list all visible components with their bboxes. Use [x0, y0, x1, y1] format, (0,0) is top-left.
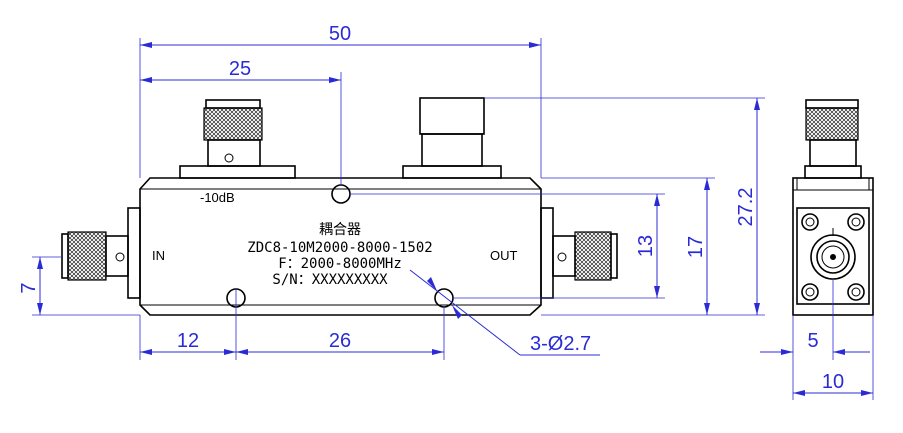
side-view [792, 99, 874, 316]
dim-overall-length: 50 [329, 23, 351, 45]
frequency-range: F：2000-8000MHz [278, 256, 402, 272]
dim-height-total: 27.2 [735, 188, 757, 227]
dim-hole-left-offset: 12 [177, 330, 199, 352]
dim-side-port-offset: 5 [807, 330, 818, 352]
model-number: ZDC8-10M2000-8000-1502 [247, 240, 432, 256]
product-name: 耦合器 [319, 222, 361, 238]
coupled-port-connector [179, 99, 296, 179]
output-label: OUT [490, 248, 518, 263]
mounting-hole-top [331, 184, 351, 204]
input-port-connector [61, 207, 141, 299]
dim-port-height: 7 [18, 282, 40, 293]
termination-load [402, 97, 502, 179]
dim-hole-span-horizontal: 26 [329, 330, 351, 352]
serial-number: S/N：XXXXXXXXX [272, 272, 388, 288]
output-port-connector [540, 207, 618, 299]
dim-holes: 3-Ø2.7 [530, 333, 591, 355]
dim-side-width: 10 [822, 371, 844, 393]
coupling-label: -10dB [200, 190, 235, 205]
dim-hole-span-vertical: 13 [635, 235, 657, 257]
dimension-lines: 50 25 27.2 17 13 7 [18, 23, 874, 400]
input-label: IN [152, 248, 165, 263]
dim-coupled-port-offset: 25 [229, 58, 251, 80]
front-view: -10dB IN OUT 耦合器 ZDC8-10M2000-8000-1502 … [61, 97, 618, 316]
dim-body-height: 17 [685, 236, 707, 258]
